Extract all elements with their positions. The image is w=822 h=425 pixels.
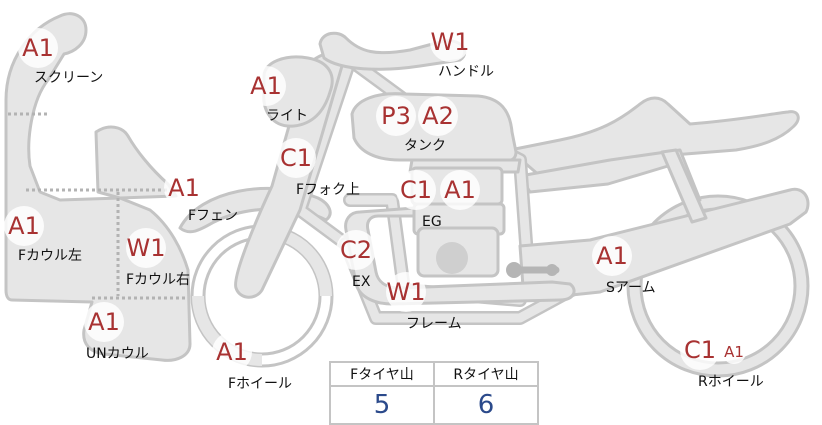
rear-wheel-label: Rホイール (698, 374, 764, 390)
under-cowl-grade-bg (84, 302, 124, 342)
rear-wheel-grade: A1 (724, 343, 744, 361)
rear-wheel-grade-bg (722, 340, 746, 364)
exhaust-grade-bg (336, 230, 376, 270)
under-cowl-label: UNカウル (86, 346, 149, 362)
swingarm-pivot (506, 262, 560, 278)
front-fork-label: Fフォク上 (296, 182, 360, 198)
front-wheel-grade: A1 (216, 338, 248, 366)
screen-grade: A1 (22, 34, 54, 62)
cowl-right-grade-bg (126, 228, 166, 268)
swingarm-grade: A1 (596, 242, 628, 270)
swingarm-shape (518, 187, 810, 302)
front-wheel-grade-bg (212, 332, 252, 372)
front-tire-tread-value: 5 (329, 385, 435, 425)
tank-grade: P3 (381, 102, 411, 130)
handle-label: ハンドル (438, 64, 494, 80)
engine-grade-bg (396, 170, 436, 210)
cowl-left-grade: A1 (8, 212, 40, 240)
exhaust-shape (344, 206, 576, 306)
front-fork-grade: C1 (280, 144, 312, 172)
swingarm-grade-bg (592, 236, 632, 276)
rear-wheel-grade: C1 (684, 336, 716, 364)
tire-tread-table: Fタイヤ山 Rタイヤ山 5 6 (329, 361, 539, 425)
tank-grade: A2 (422, 102, 454, 130)
rear-tire-tread-value: 6 (433, 385, 539, 425)
front-fork-grade-bg (276, 138, 316, 178)
engine-grade: C1 (400, 176, 432, 204)
front-fender-grade: A1 (168, 174, 200, 202)
frame-grade-bg (386, 272, 426, 312)
engine-grade-bg (440, 170, 480, 210)
tank-grade-bg (376, 96, 416, 136)
frame-grade: W1 (387, 278, 426, 306)
front-fender-grade-bg (164, 168, 204, 208)
engine-grade: A1 (444, 176, 476, 204)
frame-label: フレーム (406, 316, 462, 332)
rear-tire-tread-header: Rタイヤ山 (433, 361, 539, 387)
cowl-left-grade-bg (4, 206, 44, 246)
exhaust-grade: C2 (340, 236, 372, 264)
screen-label: スクリーン (34, 70, 103, 86)
light-grade-bg (246, 66, 286, 106)
tank-grade-bg (418, 96, 458, 136)
cowl-right-grade: W1 (127, 234, 166, 262)
engine-label: EG (422, 214, 442, 230)
cowl-right-label: Fカウル右 (126, 272, 190, 288)
under-cowl-grade: A1 (88, 308, 120, 336)
handle-grade-bg (430, 22, 470, 62)
light-grade: A1 (250, 72, 282, 100)
swingarm-label: Sアーム (606, 280, 656, 296)
rear-wheel-grade-bg (680, 330, 720, 370)
rear-shock-shape (660, 148, 708, 224)
front-wheel-label: Fホイール (228, 376, 292, 392)
tank-label: タンク (404, 138, 446, 154)
front-fender-label: Fフェン (188, 208, 238, 224)
exhaust-label: EX (352, 274, 371, 290)
front-tire-tread-header: Fタイヤ山 (329, 361, 435, 387)
screen-grade-bg (18, 28, 58, 68)
handle-grade: W1 (431, 28, 470, 56)
rear-seat-shape (508, 96, 800, 178)
cowl-left-label: Fカウル左 (18, 248, 82, 264)
light-label: ライト (266, 108, 308, 124)
